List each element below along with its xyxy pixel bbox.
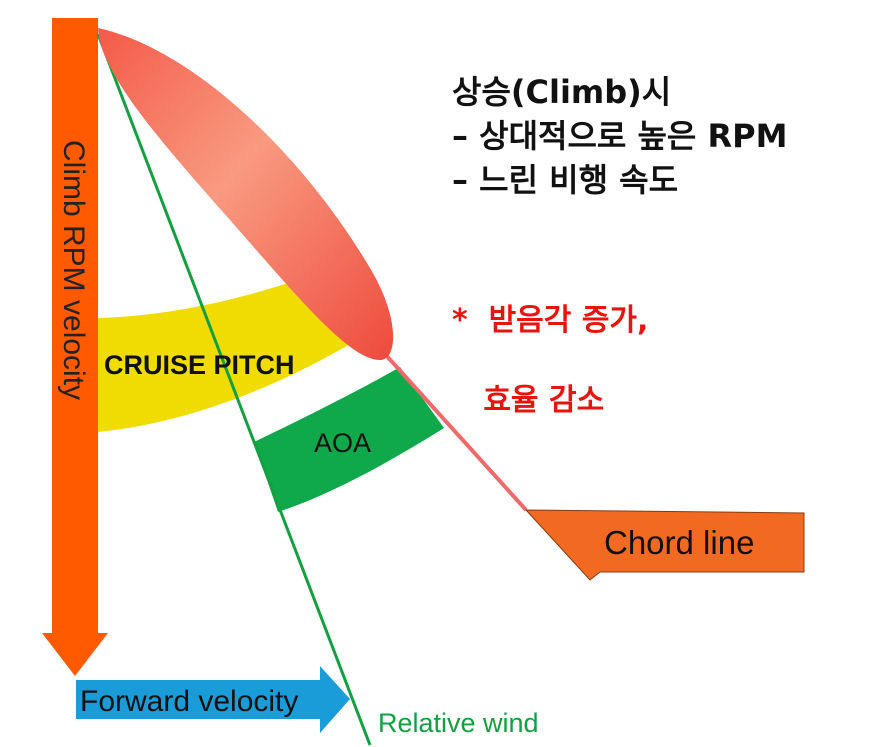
aoa-label: AOA <box>314 428 371 458</box>
cruise-pitch-label: CRUISE PITCH <box>104 350 295 380</box>
forward-velocity-arrow <box>76 666 350 733</box>
chord-line-label: Chord line <box>604 524 754 561</box>
climb-info-block: 상승(Climb)시 – 상대적으로 높은 RPM – 느린 비행 속도 <box>452 70 787 202</box>
climb-rpm-arrow <box>42 18 108 676</box>
climb-title: 상승(Climb)시 <box>452 73 672 111</box>
forward-velocity-label: Forward velocity <box>80 685 298 718</box>
propeller-blade <box>98 28 394 360</box>
relative-wind-line <box>96 33 372 746</box>
cruise-pitch-band <box>98 283 350 432</box>
climb-point-speed: – 느린 비행 속도 <box>452 161 679 199</box>
chord-line <box>373 341 528 512</box>
climb-rpm-velocity-label: Climb RPM velocity <box>57 140 90 400</box>
aoa-band <box>254 367 444 512</box>
climb-point-rpm: – 상대적으로 높은 RPM <box>452 117 788 155</box>
chord-line-label-box <box>524 509 805 581</box>
aoa-note-line1: * 받음각 증가, <box>452 303 649 338</box>
aoa-note-block: * 받음각 증가, 효율 감소 <box>452 262 648 441</box>
aoa-note-line2: 효율 감소 <box>452 383 605 418</box>
relative-wind-label: Relative wind <box>378 708 539 738</box>
